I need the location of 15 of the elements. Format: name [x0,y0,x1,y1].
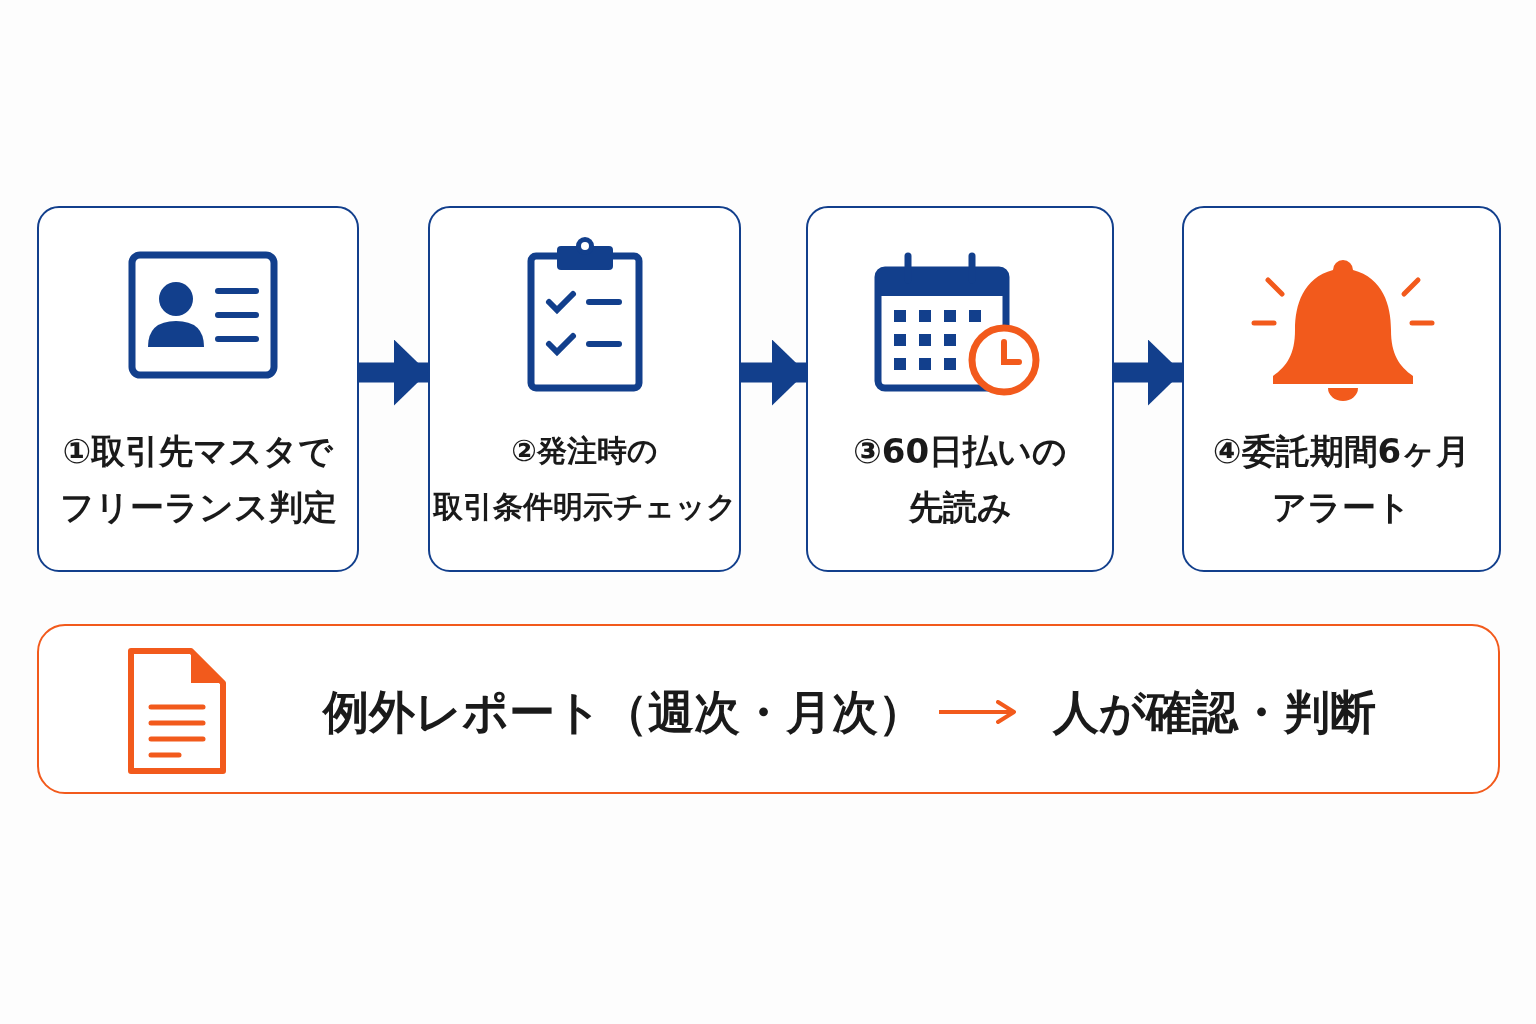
step-card [428,206,741,572]
step-card [1182,206,1501,572]
step-card [37,206,359,572]
panel-text: 例外レポート（週次・月次） [321,684,925,741]
arrow [939,700,1016,724]
arrow [1114,339,1182,406]
step-label: ②発注時の取引条件明示チェック [431,432,738,526]
step-card [806,206,1114,572]
report-panel [37,624,1500,794]
step-label: ①取引先マスタでフリーランス判定 [58,430,338,529]
arrow [741,339,806,406]
step-label: ④委託期間6ヶ月アラート [1211,430,1472,529]
arrow [359,339,428,406]
step-label: ③60日払いの先読み [851,430,1069,529]
panel-text: 人が確認・判断 [1051,684,1377,741]
